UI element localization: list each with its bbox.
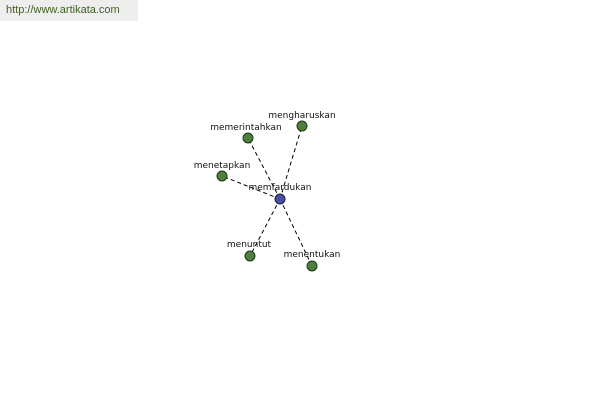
node-dot[interactable] [244,250,256,262]
edge-menetapkan [221,175,281,200]
center-label: memfardukan [249,183,312,193]
node-label: mengharuskan [268,111,335,121]
node-label: menuntut [227,240,272,250]
edge-memerintahkan [247,137,281,200]
node-mengharuskan[interactable]: mengharuskan [268,111,336,132]
node-center[interactable]: memfardukan [249,183,312,205]
node-dot[interactable] [296,120,308,132]
node-memerintahkan[interactable]: memerintahkan [210,123,282,144]
edge-mengharuskan [279,125,303,200]
edge-menentukan [279,198,313,267]
center-dot[interactable] [274,193,286,205]
node-menuntut[interactable]: menuntut [227,240,272,262]
node-dot[interactable] [216,170,228,182]
node-menentukan[interactable]: menentukan [284,250,341,272]
node-menetapkan[interactable]: menetapkan [194,161,251,182]
node-label: menentukan [284,250,341,260]
edge-menuntut [249,198,281,257]
source-url[interactable]: http://www.artikata.com [0,0,138,21]
edges [221,125,313,267]
node-dot[interactable] [242,132,254,144]
node-dot[interactable] [306,260,318,272]
node-label: menetapkan [194,161,251,171]
node-label: memerintahkan [210,123,282,133]
